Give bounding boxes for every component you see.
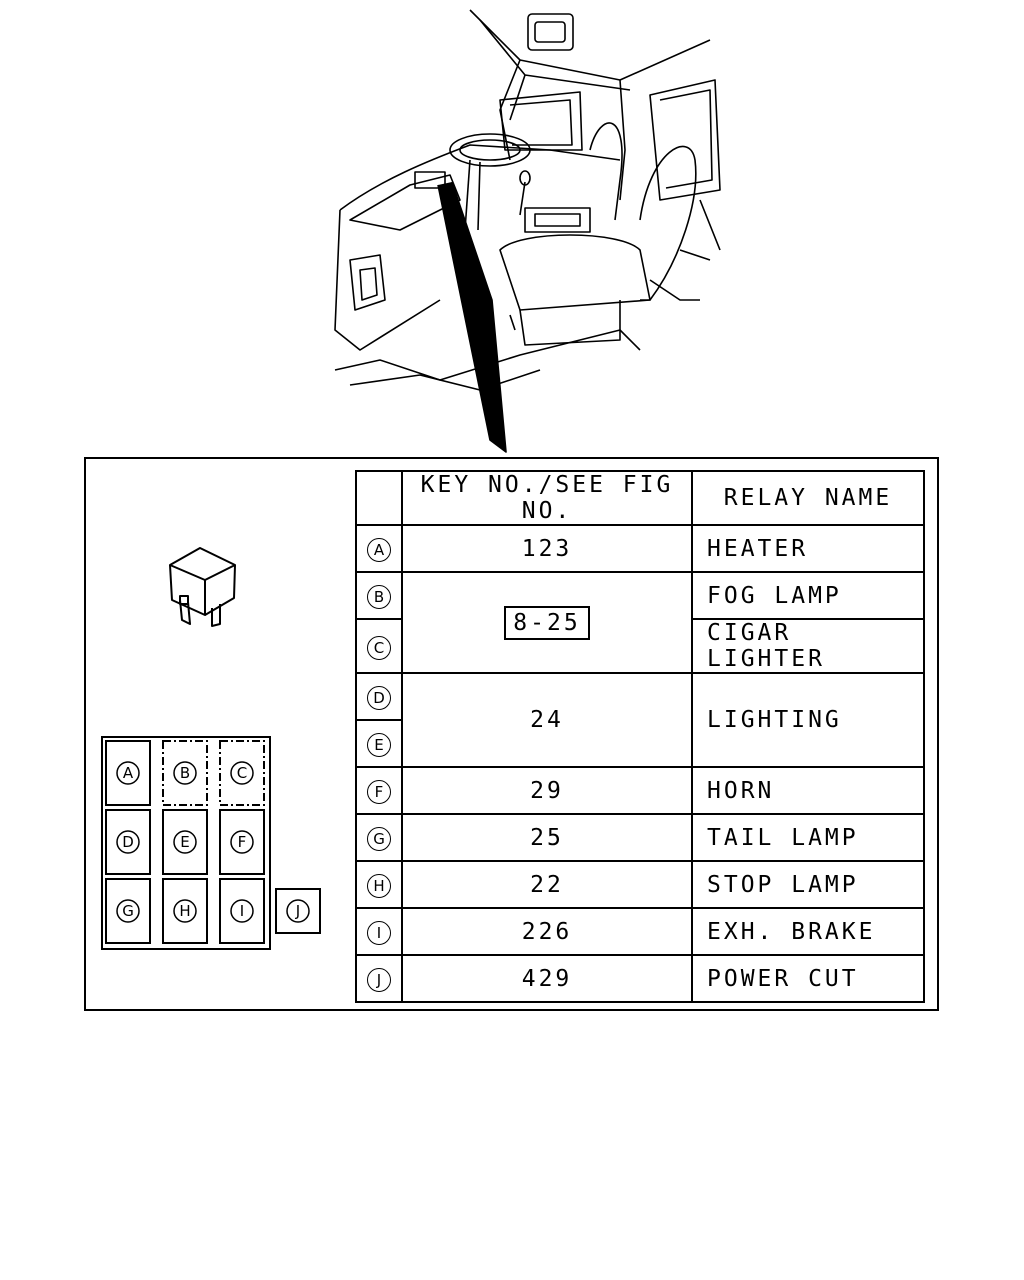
table-row: G 25 TAIL LAMP	[355, 813, 925, 862]
row-key: B	[355, 571, 403, 620]
row-number: 22	[401, 860, 693, 909]
relay-box-layout: A D G B E H C F I J	[101, 736, 321, 950]
relay-slot-marker	[230, 899, 254, 923]
row-number: 24	[401, 672, 693, 768]
relay-slot-marker	[230, 761, 254, 785]
relay-slot-i	[219, 878, 265, 944]
table-row: C CIGAR LIGHTER	[355, 618, 925, 674]
row-key: A	[355, 524, 403, 573]
row-number: 429	[401, 954, 693, 1003]
relay-slot-marker	[116, 761, 140, 785]
relay-slot-c	[219, 740, 265, 806]
relay-slot-marker	[230, 830, 254, 854]
row-relay-name: CIGAR LIGHTER	[691, 618, 925, 674]
row-key: G	[355, 813, 403, 862]
relay-slot-label: E	[180, 833, 189, 851]
relay-slot-label: F	[238, 833, 247, 851]
table-row: F 29 HORN	[355, 766, 925, 815]
relay-slot-e	[162, 809, 208, 875]
row-number: 123	[401, 524, 693, 573]
row-number: 29	[401, 766, 693, 815]
row-relay-name: HORN	[691, 766, 925, 815]
row-relay-name: STOP LAMP	[691, 860, 925, 909]
relay-box-outline	[101, 736, 271, 950]
relay-slot-marker	[173, 761, 197, 785]
relay-slot-h	[162, 878, 208, 944]
table-row: H 22 STOP LAMP	[355, 860, 925, 909]
relay-slot-label: C	[237, 764, 247, 782]
row-key: H	[355, 860, 403, 909]
relay-slot-marker	[286, 899, 310, 923]
row-relay-name: FOG LAMP	[691, 571, 925, 620]
table-row: B 8-25 FOG LAMP	[355, 571, 925, 674]
relay-slot-marker	[173, 830, 197, 854]
row-key: C	[355, 618, 403, 674]
row-number: 226	[401, 907, 693, 956]
relay-unit-icon	[169, 547, 236, 627]
relay-slot-marker	[173, 899, 197, 923]
table-row: D 24 LIGHTING	[355, 672, 925, 768]
relay-slot-b	[162, 740, 208, 806]
row-relay-name: EXH. BRAKE	[691, 907, 925, 956]
table-row: A 123 HEATER	[355, 524, 925, 573]
relay-slot-a	[105, 740, 151, 806]
row-number: 8-25	[401, 571, 693, 674]
row-relay-name: LIGHTING	[691, 672, 925, 768]
row-relay-name: HEATER	[691, 524, 925, 573]
header-key-no: KEY NO./SEE FIG NO.	[401, 470, 693, 526]
row-key: F	[355, 766, 403, 815]
relay-slot-label: B	[180, 764, 190, 782]
header-relay-name: RELAY NAME	[691, 470, 925, 526]
row-key: E	[355, 719, 403, 768]
relay-slot-j	[275, 888, 321, 934]
relay-slot-label: D	[122, 833, 134, 851]
row-key: I	[355, 907, 403, 956]
table-row: J 429 POWER CUT	[355, 954, 925, 1003]
header-blank	[355, 470, 403, 526]
relay-table: KEY NO./SEE FIG NO. RELAY NAME A 123 HEA…	[355, 470, 925, 1003]
relay-slot-label: G	[122, 902, 134, 920]
fig-reference: 8-25	[504, 605, 590, 640]
relay-slot-label: J	[295, 902, 300, 920]
table-row: I 226 EXH. BRAKE	[355, 907, 925, 956]
relay-slot-marker	[116, 899, 140, 923]
table-header-row: KEY NO./SEE FIG NO. RELAY NAME	[355, 470, 925, 526]
relay-slot-f	[219, 809, 265, 875]
relay-panel-frame	[84, 457, 939, 1011]
relay-slot-marker	[116, 830, 140, 854]
row-relay-name: POWER CUT	[691, 954, 925, 1003]
cab-interior-illustration	[334, 9, 721, 453]
relay-slot-label: A	[123, 764, 134, 782]
row-relay-name: TAIL LAMP	[691, 813, 925, 862]
relay-slot-label: H	[179, 902, 190, 920]
row-key: D	[355, 672, 403, 721]
relay-slot-g	[105, 878, 151, 944]
table-row: E	[355, 719, 924, 768]
row-number: 25	[401, 813, 693, 862]
relay-slot-d	[105, 809, 151, 875]
row-key: J	[355, 954, 403, 1003]
relay-slot-label: I	[240, 902, 244, 920]
